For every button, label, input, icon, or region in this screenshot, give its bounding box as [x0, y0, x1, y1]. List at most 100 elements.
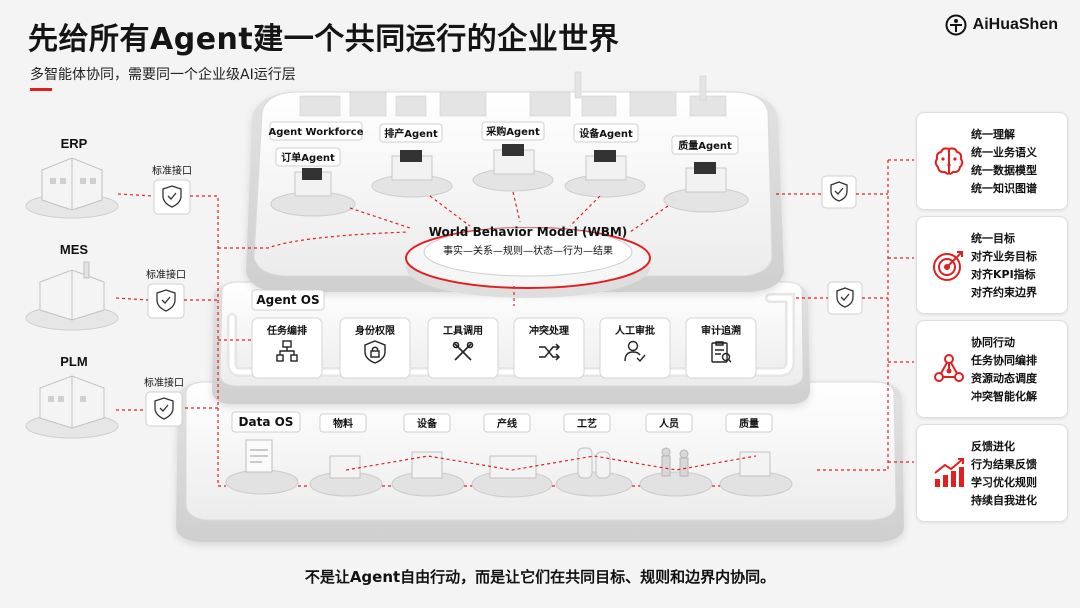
agent-workforce-label: Agent Workforce — [268, 127, 363, 138]
panel-2-line-1: 统一目标 — [971, 232, 1015, 245]
interface-plm: 标准接口 — [144, 376, 184, 427]
right-interfaces — [821, 175, 863, 315]
panel-3-line-3: 资源动态调度 — [971, 372, 1037, 385]
shield-check-icon — [156, 289, 176, 312]
panel-1-line-1: 统一理解 — [971, 128, 1015, 141]
system-mes[interactable]: MES — [25, 242, 119, 331]
agent-os-label: Agent OS — [256, 293, 319, 307]
data-os-tag: Data OS — [231, 411, 301, 433]
interface-mes: 标准接口 — [146, 268, 186, 319]
panel-unified-goal: 统一目标 对齐业务目标 对齐KPI指标 对齐约束边界 — [916, 216, 1068, 314]
brand-logo: AiHuaShen — [945, 14, 1058, 36]
data-label-quality: 质量 — [739, 417, 759, 430]
data-os-platform — [176, 381, 904, 542]
lock-shield-icon — [364, 340, 386, 364]
data-node-line: 产线 — [471, 413, 553, 498]
data-label-personnel: 人员 — [659, 417, 679, 430]
data-node-personnel: 人员 — [639, 413, 713, 497]
system-plm[interactable]: PLM — [25, 354, 119, 439]
module-label-audit-trace: 审计追溯 — [701, 324, 741, 337]
module-card-tool-calling[interactable]: 工具调用 — [427, 317, 499, 379]
data-clipboard-station — [225, 439, 299, 495]
interface-label-plm: 标准接口 — [144, 376, 184, 389]
panel-4-line-1: 反馈进化 — [971, 440, 1015, 453]
data-label-material: 物料 — [333, 417, 353, 430]
panel-feedback-evolution: 反馈进化 行为结果反馈 学习优化规则 持续自我进化 — [916, 424, 1068, 522]
agent-label-purchasing: 采购Agent — [485, 125, 540, 138]
brand-mark-icon — [945, 14, 967, 36]
panel-1-line-2: 统一业务语义 — [971, 146, 1037, 159]
shuffle-icon — [539, 343, 561, 361]
agent-station-equipment: 设备Agent — [564, 123, 646, 198]
wbm-core: World Behavior Model (WBM) 事实—关系—规则—状态—行… — [405, 225, 651, 298]
interface-label-erp: 标准接口 — [152, 164, 192, 177]
right-connectors — [776, 159, 914, 471]
agent-station-quality: 质量Agent — [663, 135, 749, 213]
interface-erp: 标准接口 — [152, 164, 192, 215]
agent-os-tag: Agent OS — [251, 289, 325, 311]
module-label-task-orchestration: 任务编排 — [266, 324, 307, 337]
agent-stations: 订单Agent 排产Agent 采购Agent 设备Agent — [270, 121, 749, 217]
agent-label-scheduling: 排产Agent — [384, 127, 438, 140]
panel-3-line-4: 冲突智能化解 — [971, 390, 1037, 403]
module-card-task-orchestration[interactable]: 任务编排 — [251, 317, 323, 379]
panel-4-line-3: 学习优化规则 — [971, 476, 1037, 489]
user-check-icon — [624, 340, 646, 363]
data-os-connectors — [298, 455, 757, 487]
system-erp[interactable]: ERP — [25, 136, 119, 219]
module-card-conflict-handling[interactable]: 冲突处理 — [513, 317, 585, 379]
panel-collaborative-action: 协同行动 任务协同编排 资源动态调度 冲突智能化解 — [916, 320, 1068, 418]
panel-2-line-4: 对齐约束边界 — [971, 286, 1037, 299]
module-label-identity-permission: 身份权限 — [355, 324, 396, 337]
tools-icon — [452, 341, 474, 361]
shield-check-icon — [162, 185, 182, 208]
interface-boxes: 标准接口 标准接口 标准接口 — [144, 164, 192, 427]
data-node-material: 物料 — [309, 413, 383, 497]
data-os-label: Data OS — [239, 415, 294, 429]
data-os-items: 物料 设备 产线 工艺 人员 — [225, 413, 793, 498]
org-chart-icon — [276, 340, 298, 362]
data-node-equipment: 设备 — [391, 413, 465, 497]
module-card-audit-trace[interactable]: 审计追溯 — [685, 317, 757, 379]
panel-1-line-4: 统一知识图谱 — [971, 182, 1037, 195]
growth-chart-icon — [934, 458, 964, 487]
panel-1-line-3: 统一数据模型 — [971, 164, 1037, 177]
network-icon — [934, 354, 964, 382]
panel-2-line-2: 对齐业务目标 — [971, 250, 1037, 263]
brain-icon — [934, 147, 964, 175]
data-node-quality: 质量 — [719, 413, 793, 497]
interface-label-mes: 标准接口 — [146, 268, 186, 281]
data-label-line: 产线 — [497, 417, 517, 430]
left-systems: ERP MES PLM — [25, 136, 119, 439]
panel-3-line-2: 任务协同编排 — [971, 354, 1037, 367]
module-label-tool-calling: 工具调用 — [443, 324, 483, 337]
agent-workforce-tag: Agent Workforce — [268, 121, 364, 141]
footer-statement: 不是让Agent自由行动，而是让它们在共同目标、规则和边界内协同。 — [304, 568, 776, 586]
agent-label-quality: 质量Agent — [678, 139, 732, 152]
agent-wbm-connectors — [349, 191, 669, 306]
page-subtitle: 多智能体协同，需要同一个企业级AI运行层 — [30, 67, 296, 83]
module-card-identity-permission[interactable]: 身份权限 — [339, 317, 411, 379]
agent-station-scheduling: 排产Agent — [371, 123, 453, 198]
agent-os-modules: 任务编排 身份权限 工具调用 冲突处理 — [251, 317, 757, 379]
shield-check-icon — [154, 397, 174, 420]
system-erp-label: ERP — [61, 136, 88, 151]
data-node-process: 工艺 — [555, 413, 633, 497]
brand-name: AiHuaShen — [972, 16, 1058, 33]
module-card-human-approval[interactable]: 人工审批 — [599, 317, 671, 379]
agent-station-purchasing: 采购Agent — [472, 121, 554, 192]
shield-check-icon — [836, 287, 854, 308]
module-label-human-approval: 人工审批 — [615, 324, 655, 337]
title-accent-rule — [30, 88, 52, 91]
target-icon — [933, 251, 963, 281]
module-label-conflict-handling: 冲突处理 — [529, 324, 569, 337]
shield-check-icon — [830, 181, 848, 202]
page-title: 先给所有Agent建一个共同运行的企业世界 — [28, 22, 620, 57]
panel-4-line-2: 行为结果反馈 — [971, 458, 1037, 471]
panel-3-line-1: 协同行动 — [971, 336, 1015, 349]
wbm-subtitle: 事实—关系—规则—状态—行为—结果 — [443, 244, 613, 257]
data-label-equipment: 设备 — [417, 417, 438, 430]
panel-2-line-3: 对齐KPI指标 — [971, 268, 1036, 281]
agent-label-equipment: 设备Agent — [579, 127, 633, 140]
